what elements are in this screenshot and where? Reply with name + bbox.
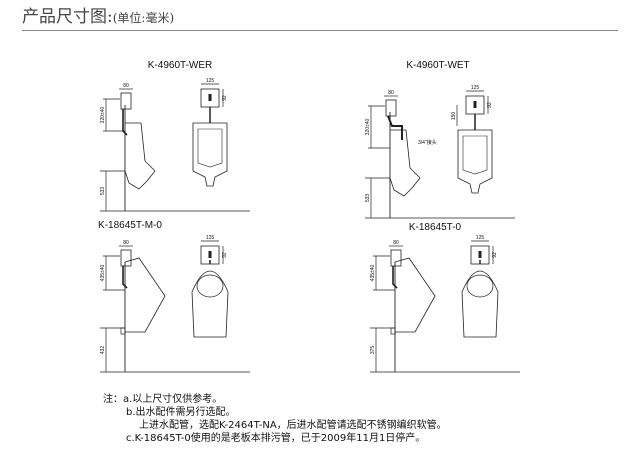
- flush-pipe: [392, 266, 398, 289]
- note-c: c.K-18645T-0使用的是老板本排污管，已于2009年11月1日停产。: [126, 433, 426, 444]
- note-b: b.出水配件需另行选配。: [126, 407, 236, 418]
- drain-side: [120, 327, 126, 335]
- dim-flush-height: 435±40: [370, 264, 376, 281]
- flush-pipe: [387, 115, 403, 140]
- dim-floor-height: 432: [100, 346, 106, 355]
- drain-side: [390, 327, 396, 335]
- urinal-side: [394, 257, 436, 333]
- sensor-window: [478, 251, 482, 258]
- dim-flush-height: 435±40: [100, 264, 106, 281]
- dim-front-height: 92: [222, 252, 228, 258]
- sensor-window: [208, 94, 212, 101]
- panel-k-4960t-wer: K-4960T-WER 80 320±40 533 125 92: [100, 60, 250, 212]
- model-label: K-18645T-0: [409, 222, 462, 233]
- dim-flush-height: 320±40: [100, 106, 106, 123]
- urinal-bowl: [196, 274, 224, 298]
- dim-front-width: 125: [471, 85, 480, 91]
- note-b2: 上进水配管，选配K-2464T-NA，后进水配管请选配不锈钢编织软管。: [139, 420, 447, 431]
- dim-front-offset: 150: [451, 112, 457, 121]
- model-label: K-4960T-WET: [406, 60, 469, 71]
- flush-pipe: [122, 266, 128, 289]
- title-text: 产品尺寸图:: [22, 7, 113, 27]
- flush-valve-side: [120, 92, 132, 110]
- dim-front-width: 125: [476, 235, 485, 241]
- urinal-bowl: [462, 135, 488, 175]
- urinal-bowl: [197, 128, 223, 168]
- dim-floor-height: 533: [100, 187, 106, 196]
- dim-top-width: 80: [388, 90, 394, 96]
- dim-top-width: 80: [393, 240, 399, 246]
- dim-front-height: 92: [487, 102, 493, 108]
- urinal-front: [192, 122, 228, 187]
- dim-front-height: 92: [492, 252, 498, 258]
- dim-top-width: 80: [123, 83, 129, 89]
- dim-front-height: 92: [222, 95, 228, 101]
- notes-label: 注：: [103, 394, 123, 405]
- page-title: 产品尺寸图:(单位:毫米): [22, 2, 174, 27]
- title-divider: [22, 30, 618, 31]
- notes: 注：a.以上尺寸仅供参考。 b.出水配件需另行选配。 上进水配管，选配K-246…: [103, 393, 447, 445]
- dim-flush-height: 320±40: [365, 118, 371, 135]
- connector-label: 3/4"接头: [418, 139, 437, 146]
- urinal-side: [389, 129, 421, 197]
- sensor-window: [473, 101, 477, 108]
- model-label: K-4960T-WER: [148, 60, 212, 71]
- panel-k-4960t-wet: K-4960T-WET 80 3/4"接头 320±40 533 125 92 150: [365, 60, 515, 219]
- model-label: K-18645T-M-0: [98, 220, 162, 231]
- flush-valve-side: [390, 249, 402, 267]
- urinal-front: [461, 270, 499, 338]
- urinal-side: [124, 257, 166, 333]
- sensor-window: [208, 251, 212, 258]
- urinal-side: [124, 122, 156, 190]
- dim-top-width: 80: [123, 240, 129, 246]
- flush-valve-side: [120, 249, 132, 267]
- dim-front-width: 125: [206, 235, 215, 241]
- dim-floor-height: 375: [370, 346, 376, 355]
- urinal-front: [191, 270, 229, 338]
- urinal-front: [457, 129, 493, 194]
- dim-floor-height: 533: [365, 194, 371, 203]
- title-unit: (单位:毫米): [112, 11, 175, 25]
- panel-k-18645t-m-0: K-18645T-M-0 80 435±40 432 125 92: [98, 220, 250, 373]
- flush-valve-side: [385, 99, 397, 117]
- panel-k-18645t-0: K-18645T-0 80 435±40 375 125 92: [370, 222, 520, 373]
- dim-front-width: 125: [206, 78, 215, 84]
- note-a: a.以上尺寸仅供参考。: [123, 394, 223, 405]
- urinal-bowl: [466, 274, 494, 298]
